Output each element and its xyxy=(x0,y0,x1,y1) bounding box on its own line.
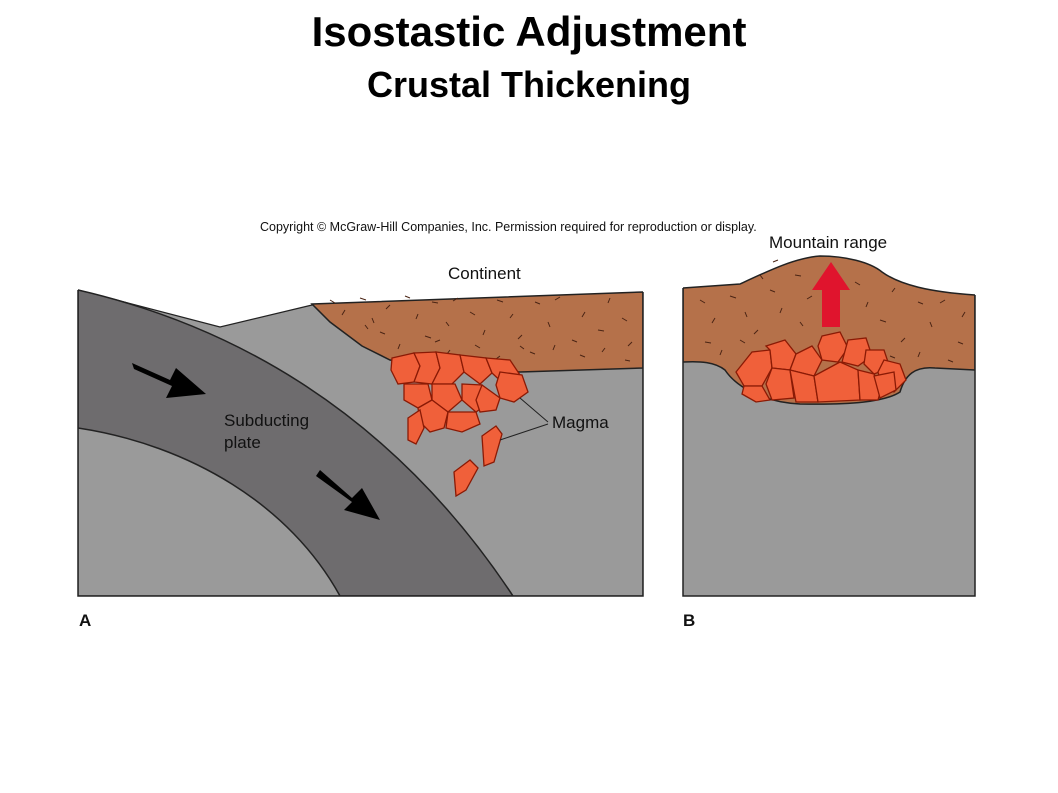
magma-body-a xyxy=(390,351,529,498)
continent-texture-b xyxy=(699,259,966,363)
mountain-range-label: Mountain range xyxy=(769,233,887,252)
copyright-notice: Copyright © McGraw-Hill Companies, Inc. … xyxy=(260,220,757,234)
magma-body-b xyxy=(735,331,907,403)
page-subtitle: Crustal Thickening xyxy=(366,64,692,105)
uplift-arrow xyxy=(812,262,850,327)
subducting-plate-label-line1: Subducting xyxy=(224,411,309,430)
panel-b-letter: B xyxy=(683,611,695,630)
magma-label: Magma xyxy=(552,413,609,432)
plate-motion-arrows xyxy=(132,363,380,520)
plate-motion-arrow-lower xyxy=(316,470,380,520)
panel-b-frame xyxy=(682,288,976,597)
subducting-plate xyxy=(78,289,514,596)
panel-a: Continent Subducting plate Magma A xyxy=(77,264,644,630)
continent-texture-a xyxy=(329,295,633,362)
continent-label: Continent xyxy=(448,264,521,283)
page-title: Isostastic Adjustment xyxy=(311,8,747,55)
panel-b: Mountain range B xyxy=(682,233,976,630)
magma-leader-lines xyxy=(499,397,549,441)
panel-a-letter: A xyxy=(79,611,91,630)
plate-motion-arrow-upper xyxy=(132,363,206,398)
panel-a-frame xyxy=(77,290,644,597)
subducting-plate-label-line2: plate xyxy=(224,433,261,452)
